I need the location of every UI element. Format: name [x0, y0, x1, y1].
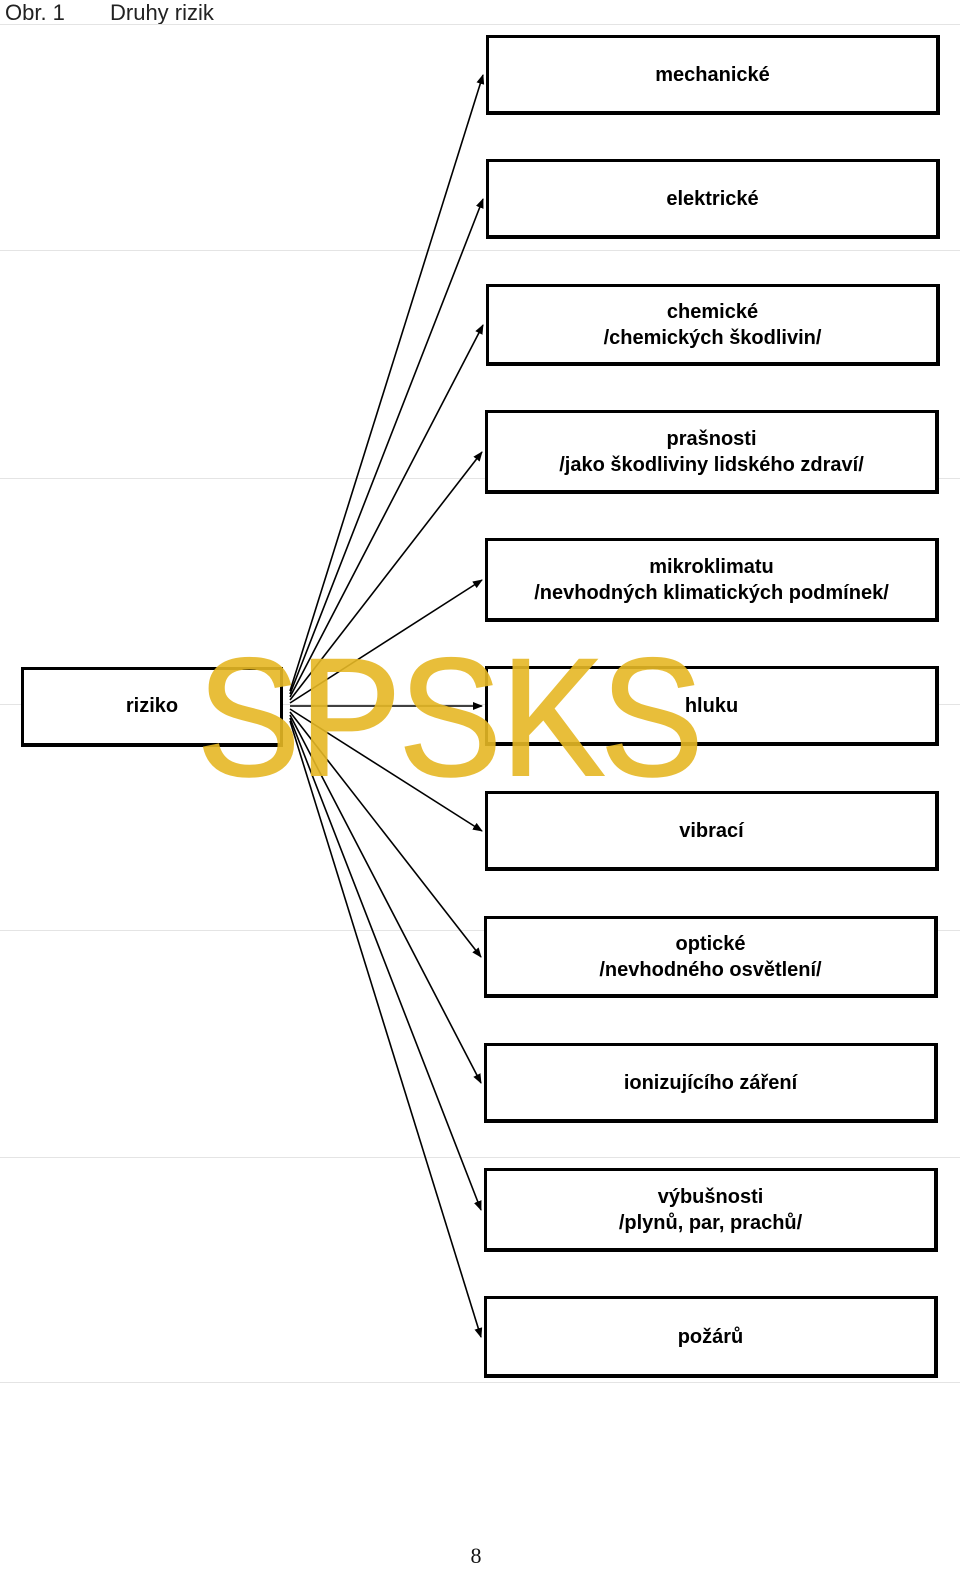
risk-label: prašnosti	[666, 427, 757, 450]
connector-arrow	[289, 711, 482, 958]
connector-arrow	[289, 324, 484, 698]
connector-arrow	[289, 74, 485, 692]
connector-arrow	[289, 708, 483, 832]
divider-line	[0, 1157, 960, 1158]
risk-box: chemické/chemických škodlivin/	[486, 284, 940, 366]
risk-box: mikroklimatu/nevhodných klimatických pod…	[485, 538, 939, 622]
risk-label: vibrací	[679, 819, 744, 842]
risk-sublabel: /plynů, par, prachů/	[618, 1211, 803, 1234]
figure-title: Druhy rizik	[110, 0, 214, 25]
risk-label: ionizujícího záření	[623, 1071, 798, 1094]
connector-arrow	[289, 451, 483, 701]
risk-box: vibrací	[485, 791, 939, 871]
root-node-riziko: riziko	[21, 667, 283, 747]
figure-number: Obr. 1	[5, 0, 65, 25]
risk-label: elektrické	[666, 187, 759, 210]
risk-label: požárů	[677, 1325, 744, 1348]
risk-sublabel: /chemických škodlivin/	[603, 326, 822, 349]
divider-line	[0, 24, 960, 25]
risk-box: ionizujícího záření	[484, 1043, 938, 1123]
figure-caption: Obr. 1 Druhy rizik	[5, 0, 214, 26]
risk-sublabel: /nevhodných klimatických podmínek/	[534, 581, 889, 604]
risk-label: chemické	[666, 300, 759, 323]
risk-label: výbušnosti	[657, 1185, 764, 1208]
connector-arrow	[289, 720, 483, 1338]
risk-sublabel: /nevhodného osvětlení/	[599, 958, 822, 981]
divider-line	[0, 930, 960, 931]
risk-label: mechanické	[655, 63, 770, 86]
risk-label: mikroklimatu	[649, 555, 774, 578]
page-number: 8	[470, 1543, 482, 1568]
risk-box: optické/nevhodného osvětlení/	[484, 916, 938, 998]
connector-arrow	[289, 714, 482, 1084]
risk-box: požárů	[484, 1296, 938, 1378]
risk-label: optické	[675, 932, 746, 955]
risk-box: hluku	[485, 666, 939, 746]
risk-sublabel: /jako škodliviny lidského zdraví/	[559, 453, 864, 476]
root-node-label: riziko	[125, 695, 179, 717]
connector-arrow	[289, 717, 482, 1211]
divider-line	[0, 1382, 960, 1383]
risk-box: výbušnosti/plynů, par, prachů/	[484, 1168, 938, 1252]
divider-line	[0, 478, 960, 479]
divider-line	[0, 250, 960, 251]
risk-label: hluku	[684, 694, 739, 717]
connector-arrow	[289, 579, 483, 704]
risk-box: elektrické	[486, 159, 940, 239]
risk-box: mechanické	[486, 35, 940, 115]
risk-box: prašnosti/jako škodliviny lidského zdrav…	[485, 410, 939, 494]
connector-arrow	[289, 198, 484, 695]
